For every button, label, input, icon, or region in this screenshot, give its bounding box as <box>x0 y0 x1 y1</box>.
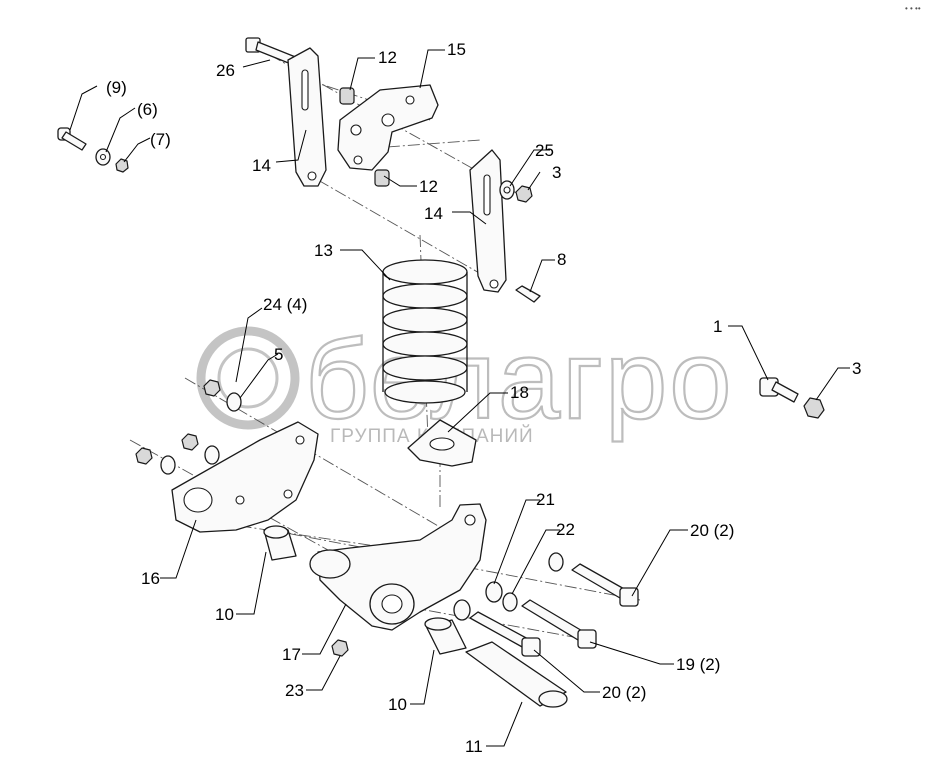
callout-18: 18 <box>510 383 529 402</box>
part-13-spring <box>382 259 468 404</box>
callout-14-upper: 14 <box>252 156 271 175</box>
part-23-nut <box>331 639 349 657</box>
watermark-brand: белагро <box>305 317 734 442</box>
part-21-washers <box>453 581 503 621</box>
part-19-bolt <box>521 599 597 649</box>
part-16-mount-plate <box>171 421 319 533</box>
callout-12-lower: 12 <box>419 177 438 196</box>
callout-21: 21 <box>536 490 555 509</box>
part-1-bolt <box>759 377 799 403</box>
part-18-spring-seat <box>407 419 477 467</box>
callout-14-lower: 14 <box>424 204 443 223</box>
callout-6: (6) <box>137 100 158 119</box>
callout-23: 23 <box>285 681 304 700</box>
part-20-bolt-upper <box>571 563 639 607</box>
callout-11: 11 <box>465 737 483 756</box>
part-12-bushing-lower <box>374 169 390 187</box>
watermark-logo-ring <box>196 326 300 430</box>
callout-9: (9) <box>106 78 127 97</box>
callout-labels: 26 14 12 15 12 25 3 14 8 (9) (6) (7) 13 … <box>106 40 861 756</box>
callout-24: 24 (4) <box>263 295 307 314</box>
callout-25: 25 <box>535 141 554 160</box>
callout-26: 26 <box>216 61 235 80</box>
part-11-sleeve <box>465 641 568 708</box>
callout-7: (7) <box>150 130 171 149</box>
leader-lines <box>69 49 850 747</box>
callout-22: 22 <box>556 520 575 539</box>
callout-19: 19 (2) <box>676 655 720 674</box>
callout-10-upper: 10 <box>215 605 234 624</box>
part-22-washers <box>502 552 564 612</box>
part-6-washer <box>95 148 111 166</box>
part-5-washers <box>160 392 242 475</box>
part-17-swing-arm <box>309 503 487 631</box>
callout-8: 8 <box>557 250 566 269</box>
callout-15: 15 <box>447 40 466 59</box>
callout-5: 5 <box>274 345 283 364</box>
callout-13: 13 <box>314 241 333 260</box>
part-12-bushing-upper <box>339 87 355 105</box>
callout-17: 17 <box>282 645 301 664</box>
callout-12-upper: 12 <box>378 48 397 67</box>
part-3-nut-right <box>803 397 825 419</box>
callout-3-right: 3 <box>852 359 861 378</box>
part-14-link-upper <box>287 47 327 187</box>
corner-mark: • • •• <box>905 4 921 13</box>
callout-1: 1 <box>713 317 722 336</box>
watermark: белагро ГРУППА КОМПАНИЙ <box>196 316 734 447</box>
part-15-bracket <box>337 84 439 171</box>
callout-20-lower: 20 (2) <box>602 683 646 702</box>
part-9-pin <box>57 127 87 151</box>
part-14-link-lower <box>469 149 507 293</box>
part-24-nuts <box>135 379 221 465</box>
callout-3-upper: 3 <box>552 163 561 182</box>
callout-10-lower: 10 <box>388 695 407 714</box>
part-8-pin <box>515 285 541 303</box>
callout-16: 16 <box>141 569 160 588</box>
callout-20-upper: 20 (2) <box>690 521 734 540</box>
part-10-bushing-upper <box>263 525 297 561</box>
watermark-logo-inner <box>217 347 279 409</box>
part-10-bushing-lower <box>424 617 467 655</box>
part-7-nut <box>115 158 129 173</box>
